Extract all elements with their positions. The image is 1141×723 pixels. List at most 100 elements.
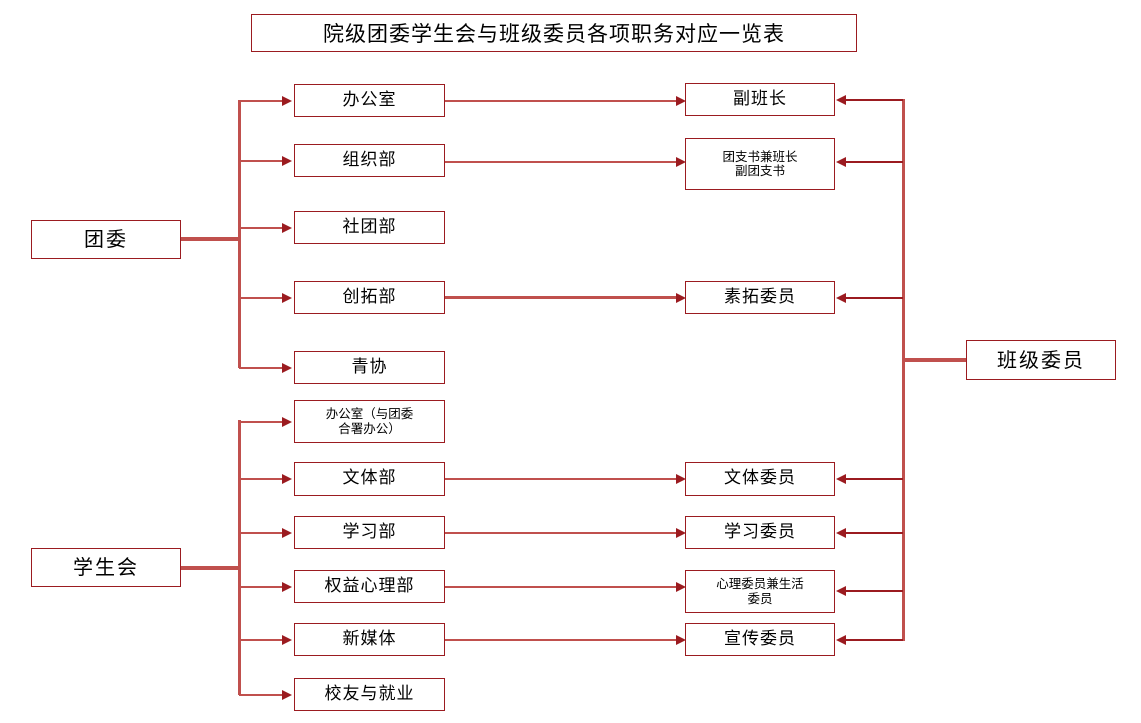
connector-class-stem xyxy=(903,358,967,362)
connector-union-branch-3 xyxy=(239,586,283,588)
department-node-league-1[interactable]: 组织部 xyxy=(294,144,445,177)
position-node-0[interactable]: 副班长 xyxy=(685,83,835,116)
position-node-5[interactable]: 心理委员兼生活 委员 xyxy=(685,570,835,613)
department-node-league-0-label: 办公室 xyxy=(342,89,397,110)
connector-union-stem xyxy=(181,566,241,570)
position-node-2-label: 素拓委员 xyxy=(724,286,796,307)
arrowhead-position-4 xyxy=(836,528,846,538)
arrowhead-crosslink-4 xyxy=(676,528,686,538)
arrowhead-league-branch-3 xyxy=(282,293,292,303)
connector-union-branch-0 xyxy=(239,421,283,423)
department-node-league-3[interactable]: 创拓部 xyxy=(294,281,445,314)
arrowhead-crosslink-6 xyxy=(676,635,686,645)
position-node-3[interactable]: 文体委员 xyxy=(685,462,835,496)
arrowhead-union-branch-2 xyxy=(282,528,292,538)
department-node-union-5-label: 校友与就业 xyxy=(324,683,415,704)
arrowhead-crosslink-1 xyxy=(676,157,686,167)
crosslink-media-to-publicity-member xyxy=(445,639,677,641)
department-node-union-0-label: 办公室（与团委 合署办公） xyxy=(325,406,414,436)
department-node-league-2[interactable]: 社团部 xyxy=(294,211,445,244)
connector-class-to-position-4 xyxy=(845,532,903,534)
connector-class-trunk xyxy=(902,99,905,641)
position-node-1-label: 团支书兼班长 副团支书 xyxy=(722,148,798,178)
crosslink-organization-to-branch-secretary xyxy=(445,161,677,163)
root-node-class-committee-label: 班级委员 xyxy=(997,347,1085,372)
arrowhead-position-0 xyxy=(836,95,846,105)
department-node-league-1-label: 组织部 xyxy=(342,149,397,170)
connector-class-to-position-5 xyxy=(845,590,903,592)
arrowhead-position-3 xyxy=(836,474,846,484)
position-node-0-label: 副班长 xyxy=(733,88,787,109)
connector-league-branch-0 xyxy=(239,100,283,102)
connector-union-branch-4 xyxy=(239,639,283,641)
arrowhead-union-branch-1 xyxy=(282,474,292,484)
position-node-6[interactable]: 宣传委员 xyxy=(685,623,835,656)
connector-class-to-position-2 xyxy=(845,297,903,299)
connector-union-trunk xyxy=(238,420,241,695)
department-node-union-1-label: 文体部 xyxy=(342,468,397,489)
arrowhead-position-2 xyxy=(836,293,846,303)
arrowhead-union-branch-4 xyxy=(282,635,292,645)
arrowhead-position-6 xyxy=(836,635,846,645)
position-node-4-label: 学习委员 xyxy=(724,521,796,542)
crosslink-study-to-study-member xyxy=(445,532,677,534)
arrowhead-league-branch-1 xyxy=(282,156,292,166)
department-node-union-0[interactable]: 办公室（与团委 合署办公） xyxy=(294,400,445,443)
connector-league-branch-4 xyxy=(239,367,283,369)
position-node-3-label: 文体委员 xyxy=(724,468,796,489)
arrowhead-crosslink-2 xyxy=(676,293,686,303)
connector-class-to-position-0 xyxy=(845,99,903,101)
crosslink-psych-to-psych-member xyxy=(445,586,677,588)
arrowhead-union-branch-0 xyxy=(282,417,292,427)
position-node-1[interactable]: 团支书兼班长 副团支书 xyxy=(685,138,835,190)
arrowhead-position-1 xyxy=(836,157,846,167)
connector-union-branch-5 xyxy=(239,694,283,696)
department-node-union-3[interactable]: 权益心理部 xyxy=(294,570,445,603)
root-node-student-union[interactable]: 学生会 xyxy=(31,548,181,587)
diagram-title: 院级团委学生会与班级委员各项职务对应一览表 xyxy=(323,22,785,46)
position-node-5-label: 心理委员兼生活 委员 xyxy=(716,576,804,606)
connector-class-to-position-1 xyxy=(845,161,903,163)
crosslink-arts-to-arts-member xyxy=(445,478,677,480)
department-node-union-4-label: 新媒体 xyxy=(342,628,397,649)
arrowhead-league-branch-0 xyxy=(282,96,292,106)
connector-league-branch-3 xyxy=(239,297,283,299)
position-node-2[interactable]: 素拓委员 xyxy=(685,281,835,314)
root-node-student-union-label: 学生会 xyxy=(73,555,139,579)
department-node-league-3-label: 创拓部 xyxy=(342,286,397,307)
department-node-league-0[interactable]: 办公室 xyxy=(294,84,445,117)
connector-league-branch-2 xyxy=(239,227,283,229)
arrowhead-union-branch-3 xyxy=(282,582,292,592)
crosslink-office-to-vice-monitor xyxy=(445,100,677,102)
arrowhead-crosslink-3 xyxy=(676,474,686,484)
arrowhead-crosslink-5 xyxy=(676,582,686,592)
arrowhead-crosslink-0 xyxy=(676,96,686,106)
arrowhead-league-branch-2 xyxy=(282,223,292,233)
connector-class-to-position-6 xyxy=(845,639,903,641)
position-node-4[interactable]: 学习委员 xyxy=(685,516,835,549)
root-node-class-committee[interactable]: 班级委员 xyxy=(966,340,1116,380)
department-node-union-3-label: 权益心理部 xyxy=(324,575,415,596)
department-node-union-4[interactable]: 新媒体 xyxy=(294,623,445,656)
connector-league-stem xyxy=(181,237,241,241)
arrowhead-league-branch-4 xyxy=(282,363,292,373)
department-node-union-5[interactable]: 校友与就业 xyxy=(294,678,445,711)
arrowhead-union-branch-5 xyxy=(282,690,292,700)
position-node-6-label: 宣传委员 xyxy=(724,628,796,649)
connector-league-branch-1 xyxy=(239,160,283,162)
connector-league-trunk xyxy=(238,100,241,368)
department-node-league-4-label: 青协 xyxy=(351,356,388,377)
department-node-union-1[interactable]: 文体部 xyxy=(294,462,445,496)
root-node-youth-league-label: 团委 xyxy=(84,227,128,251)
department-node-league-2-label: 社团部 xyxy=(342,216,397,237)
department-node-union-2-label: 学习部 xyxy=(342,521,397,542)
root-node-youth-league[interactable]: 团委 xyxy=(31,220,181,259)
department-node-union-2[interactable]: 学习部 xyxy=(294,516,445,549)
department-node-league-4[interactable]: 青协 xyxy=(294,351,445,384)
arrowhead-position-5 xyxy=(836,586,846,596)
crosslink-development-to-quality-member xyxy=(445,296,677,299)
connector-class-to-position-3 xyxy=(845,478,903,480)
diagram-title-box: 院级团委学生会与班级委员各项职务对应一览表 xyxy=(251,14,857,52)
connector-union-branch-1 xyxy=(239,478,283,480)
